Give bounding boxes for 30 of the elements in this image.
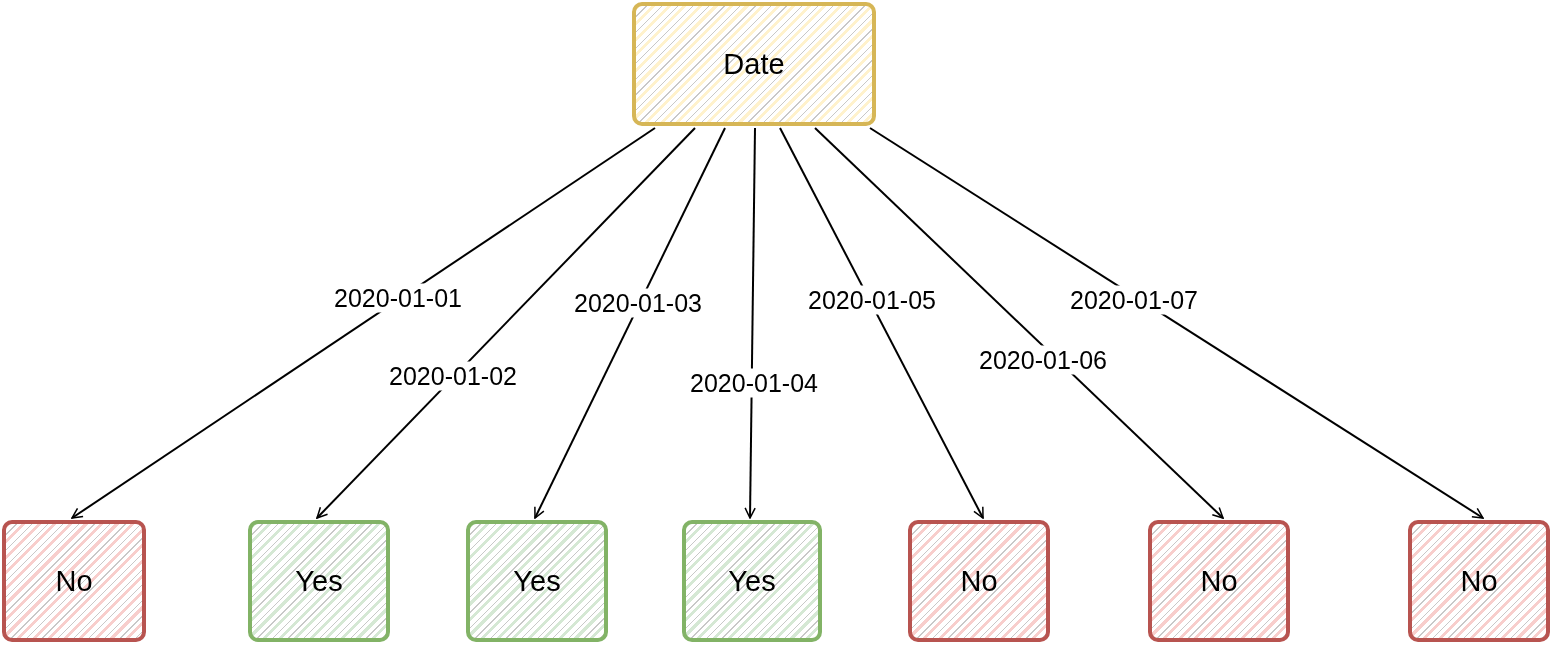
node-label: Yes: [513, 564, 561, 598]
result-box: [682, 520, 822, 642]
result-box: [248, 520, 390, 642]
result-box: [908, 520, 1050, 642]
node-label: No: [1200, 564, 1238, 598]
node-label: Date: [723, 47, 785, 81]
edge-label: 2020-01-05: [807, 285, 937, 315]
result-box: [1148, 520, 1290, 642]
result-box: [2, 520, 146, 642]
arrow: [534, 127, 726, 519]
node-label: Yes: [295, 564, 343, 598]
edge-label: 2020-01-04: [689, 368, 819, 398]
arrow: [744, 127, 756, 519]
process-box: [632, 2, 876, 126]
result-box: [1408, 520, 1550, 642]
arrow: [814, 127, 1224, 519]
arrow: [779, 127, 984, 519]
edge-label: 2020-01-03: [573, 288, 703, 318]
edge-label: 2020-01-01: [333, 283, 463, 313]
arrow: [316, 127, 696, 519]
result-box: [466, 520, 608, 642]
arrow: [71, 127, 656, 519]
node-label: No: [960, 564, 998, 598]
node-label: No: [1460, 564, 1498, 598]
node-label: No: [55, 564, 93, 598]
arrow: [869, 127, 1484, 519]
node-label: Yes: [728, 564, 776, 598]
edge-label: 2020-01-06: [978, 345, 1108, 375]
edge-label: 2020-01-02: [388, 361, 518, 391]
edge-label: 2020-01-07: [1069, 285, 1199, 315]
